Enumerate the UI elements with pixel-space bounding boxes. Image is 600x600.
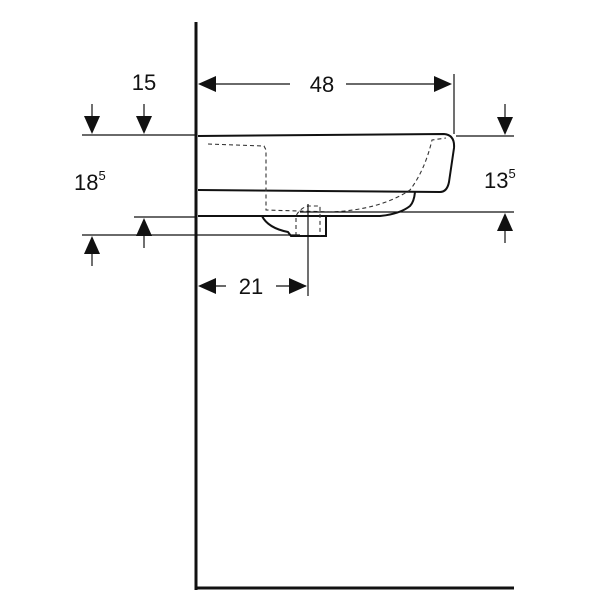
basin-waste-outlet [261, 215, 327, 237]
height-135-sup: 5 [508, 166, 515, 181]
offset-15-label: 15 [132, 70, 156, 95]
waste-arrow-right [289, 278, 307, 294]
depth-arrow-right [434, 76, 452, 92]
waste-distance-label: 21 [239, 274, 263, 299]
height-185-sup: 5 [98, 168, 105, 183]
offset-15-arrow-top [136, 116, 152, 134]
inner-bowl-hidden-line [207, 137, 447, 213]
height-135-base: 13 [484, 168, 508, 193]
basin-outline [197, 132, 456, 194]
height-135-label: 135 [484, 166, 516, 193]
height-185-base: 18 [74, 170, 98, 195]
height-185-arrow-bottom [84, 236, 100, 254]
waste-arrow-left [198, 278, 216, 294]
offset-15-arrow-bottom [136, 218, 152, 236]
depth-label: 48 [310, 72, 334, 97]
height-185-label: 185 [74, 168, 106, 195]
depth-arrow-left [198, 76, 216, 92]
height-135-arrow-top [497, 117, 513, 135]
basin-bowl-underside [198, 191, 416, 217]
height-135-arrow-bottom [497, 213, 513, 231]
height-185-arrow-top [84, 116, 100, 134]
